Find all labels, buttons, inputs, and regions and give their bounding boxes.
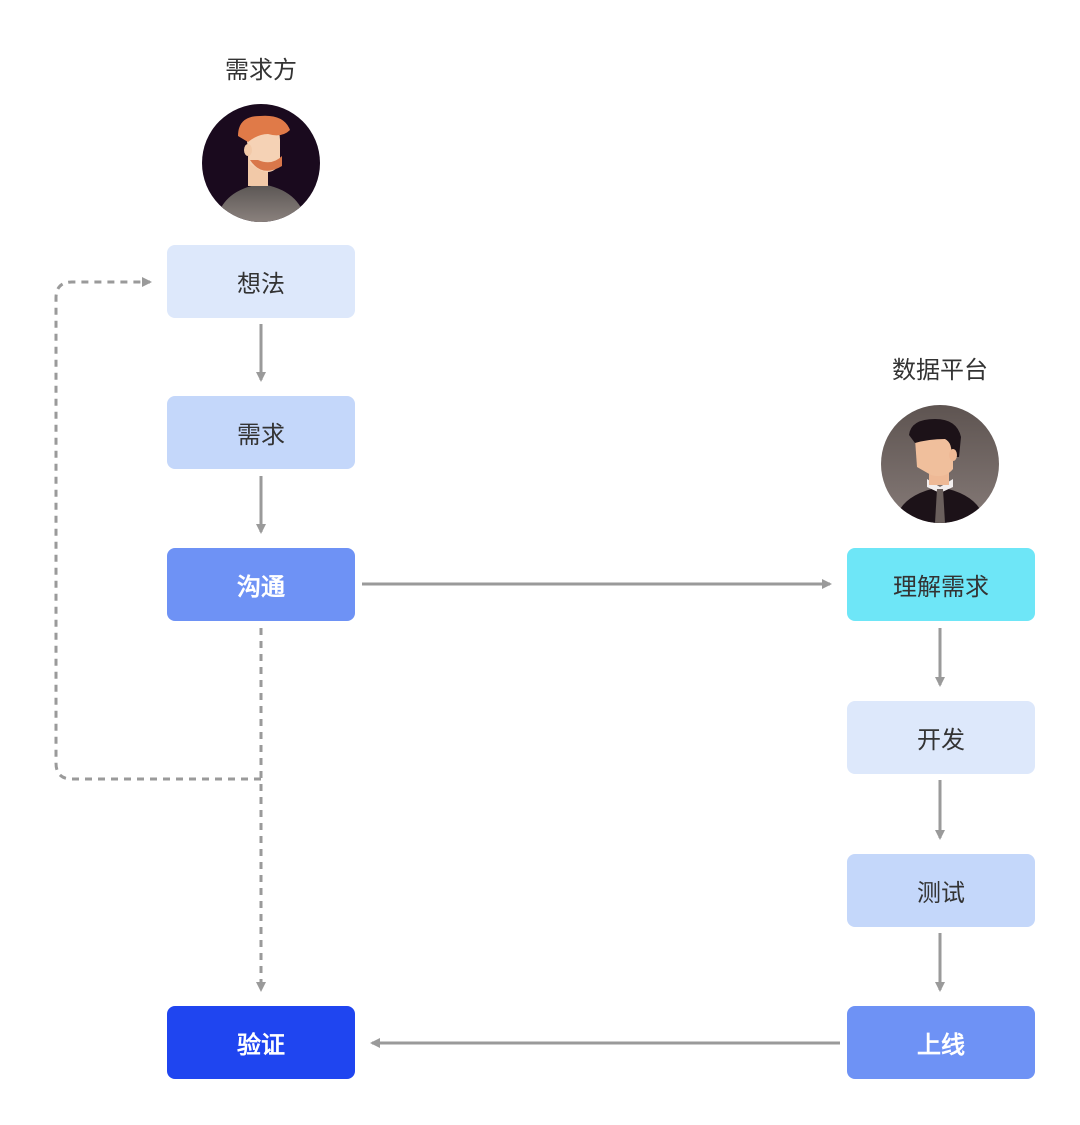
step-understand-requirement: 理解需求: [847, 548, 1035, 621]
step-test: 测试: [847, 854, 1035, 927]
dashed-feedback-loop: [54, 277, 261, 781]
platform-avatar: [881, 405, 999, 523]
step-idea: 想法: [167, 245, 355, 318]
step-communicate: 沟通: [167, 548, 355, 621]
step-requirement: 需求: [167, 396, 355, 469]
step-verify: 验证: [167, 1006, 355, 1079]
platform-title: 数据平台: [892, 356, 988, 384]
requester-title: 需求方: [225, 56, 297, 84]
step-launch: 上线: [847, 1006, 1035, 1079]
step-develop: 开发: [847, 701, 1035, 774]
requester-avatar: [202, 104, 320, 222]
